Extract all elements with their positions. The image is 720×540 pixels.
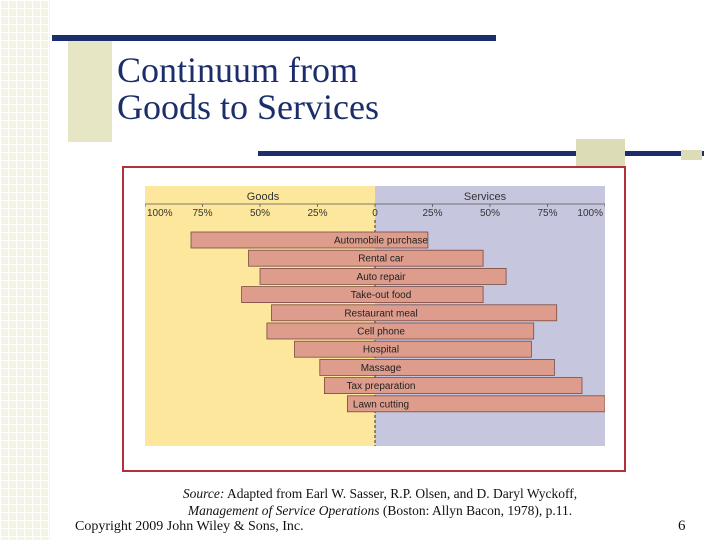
bar-label: Hospital [363,345,399,356]
bar [271,304,558,322]
bar-label: Tax preparation [347,381,416,392]
top-accent-bar [52,35,496,41]
bar-label: Massage [361,363,402,374]
bar [319,358,555,376]
source-line-2: Management of Service Operations (Boston… [110,502,650,519]
copyright: Copyright 2009 John Wiley & Sons, Inc. [75,519,304,534]
title-accent-box [68,40,112,142]
source-line-1: Source: Adapted from Earl W. Sasser, R.P… [110,485,650,502]
bar-label: Restaurant meal [344,308,417,319]
accent-square-small [681,150,702,160]
left-grid-strip [0,0,50,540]
bar [294,340,532,358]
bar [259,268,507,285]
bar-label: Auto repair [357,272,407,283]
title-line-1: Continuum from [117,50,358,90]
source-text-1: Adapted from Earl W. Sasser, R.P. Olsen,… [224,486,578,501]
source-text-2: (Boston: Allyn Bacon, 1978), p.11. [379,503,573,518]
source-label: Source: [182,486,225,501]
bar [346,395,605,413]
tick-label: 0 [372,208,378,219]
bar [190,231,429,249]
bar-label: Rental car [358,254,404,265]
accent-square [576,139,625,166]
bar [323,377,583,395]
goods-label: Goods [247,191,280,203]
bar [266,322,535,340]
source-note: Source: Adapted from Earl W. Sasser, R.P… [110,485,650,519]
tick-label: 75% [192,208,212,219]
continuum-chart: Goods Services 100% 75% 50% 25% 0 25% 50% 75% 100%… [145,186,605,446]
bar-label: Cell phone [357,327,405,338]
tick-label: 50% [480,208,500,219]
title-line-2: Goods to Services [117,87,379,127]
source-book-title: Management of Service Operations [187,503,380,518]
bottom-accent-bar [258,151,704,156]
bar-label: Take-out food [351,290,412,301]
page-number: 6 [678,518,686,534]
services-label: Services [464,191,507,203]
bar-label: Lawn cutting [353,399,409,410]
tick-label: 100% [577,208,603,219]
bar [248,249,484,267]
bar-label: Automobile purchase [334,236,428,247]
slide-title: Continuum from Goods to Services [117,52,537,126]
bar [241,286,484,303]
tick-label: 25% [307,208,327,219]
tick-label: 75% [537,208,557,219]
tick-label: 100% [147,208,173,219]
tick-label: 50% [250,208,270,219]
tick-label: 25% [422,208,442,219]
